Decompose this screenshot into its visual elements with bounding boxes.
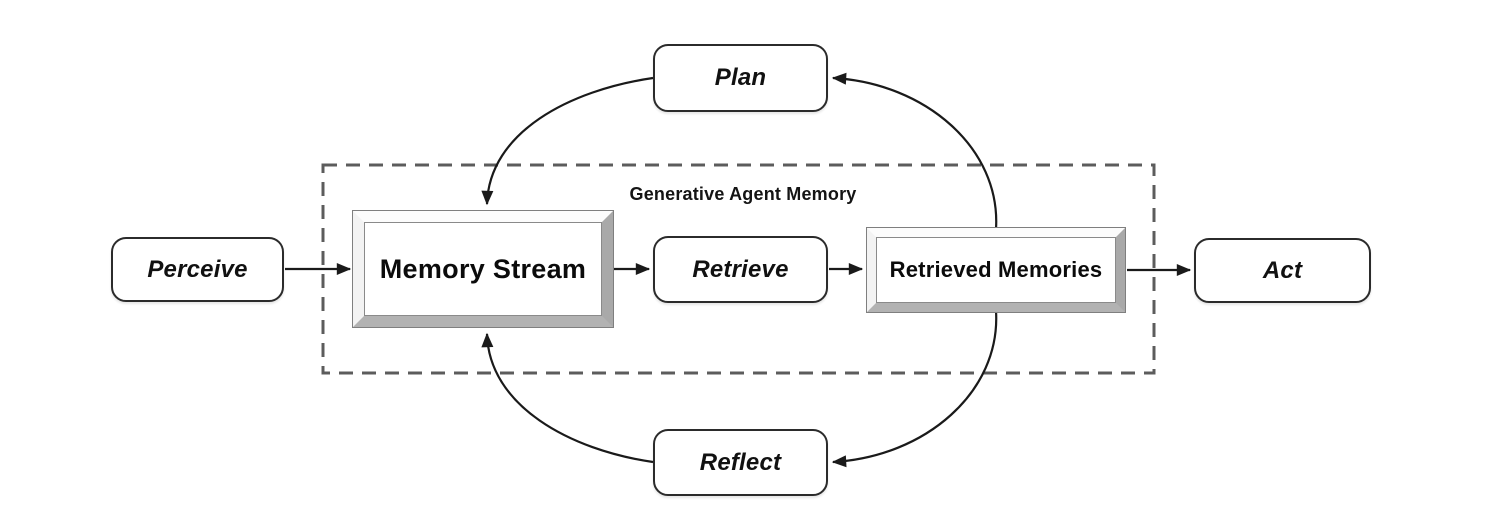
node-memory-stream-label: Memory Stream	[379, 253, 587, 284]
node-retrieved-memories: Retrieved Memories	[866, 227, 1126, 313]
node-plan-label: Plan	[714, 64, 767, 91]
node-retrieved-memories-label: Retrieved Memories	[889, 257, 1103, 282]
arrow-retrieved-memories-to-plan	[831, 72, 998, 230]
node-perceive: Perceive	[111, 237, 284, 302]
node-reflect-label: Reflect	[699, 448, 782, 476]
node-reflect: Reflect	[653, 429, 828, 496]
node-plan: Plan	[653, 44, 828, 112]
node-perceive-label: Perceive	[147, 255, 248, 283]
arrow-reflect-to-memory-stream	[481, 332, 654, 464]
retrieved-memories-bevel-frame: Retrieved Memories	[867, 228, 1125, 312]
retrieved-memories-inner: Retrieved Memories	[876, 237, 1116, 303]
node-memory-stream: Memory Stream	[352, 210, 614, 328]
memory-stream-inner: Memory Stream	[364, 222, 602, 316]
node-retrieve: Retrieve	[653, 236, 828, 303]
memory-group-dashed-border	[321, 163, 1156, 375]
arrow-retrieved-memories-to-reflect	[831, 310, 998, 468]
node-act-label: Act	[1262, 256, 1303, 284]
node-retrieve-label: Retrieve	[692, 255, 789, 283]
memory-group-title: Generative Agent Memory	[629, 184, 857, 204]
arrow-plan-to-memory-stream	[481, 76, 654, 206]
memory-stream-bevel-frame: Memory Stream	[353, 211, 613, 327]
node-act: Act	[1194, 238, 1371, 303]
